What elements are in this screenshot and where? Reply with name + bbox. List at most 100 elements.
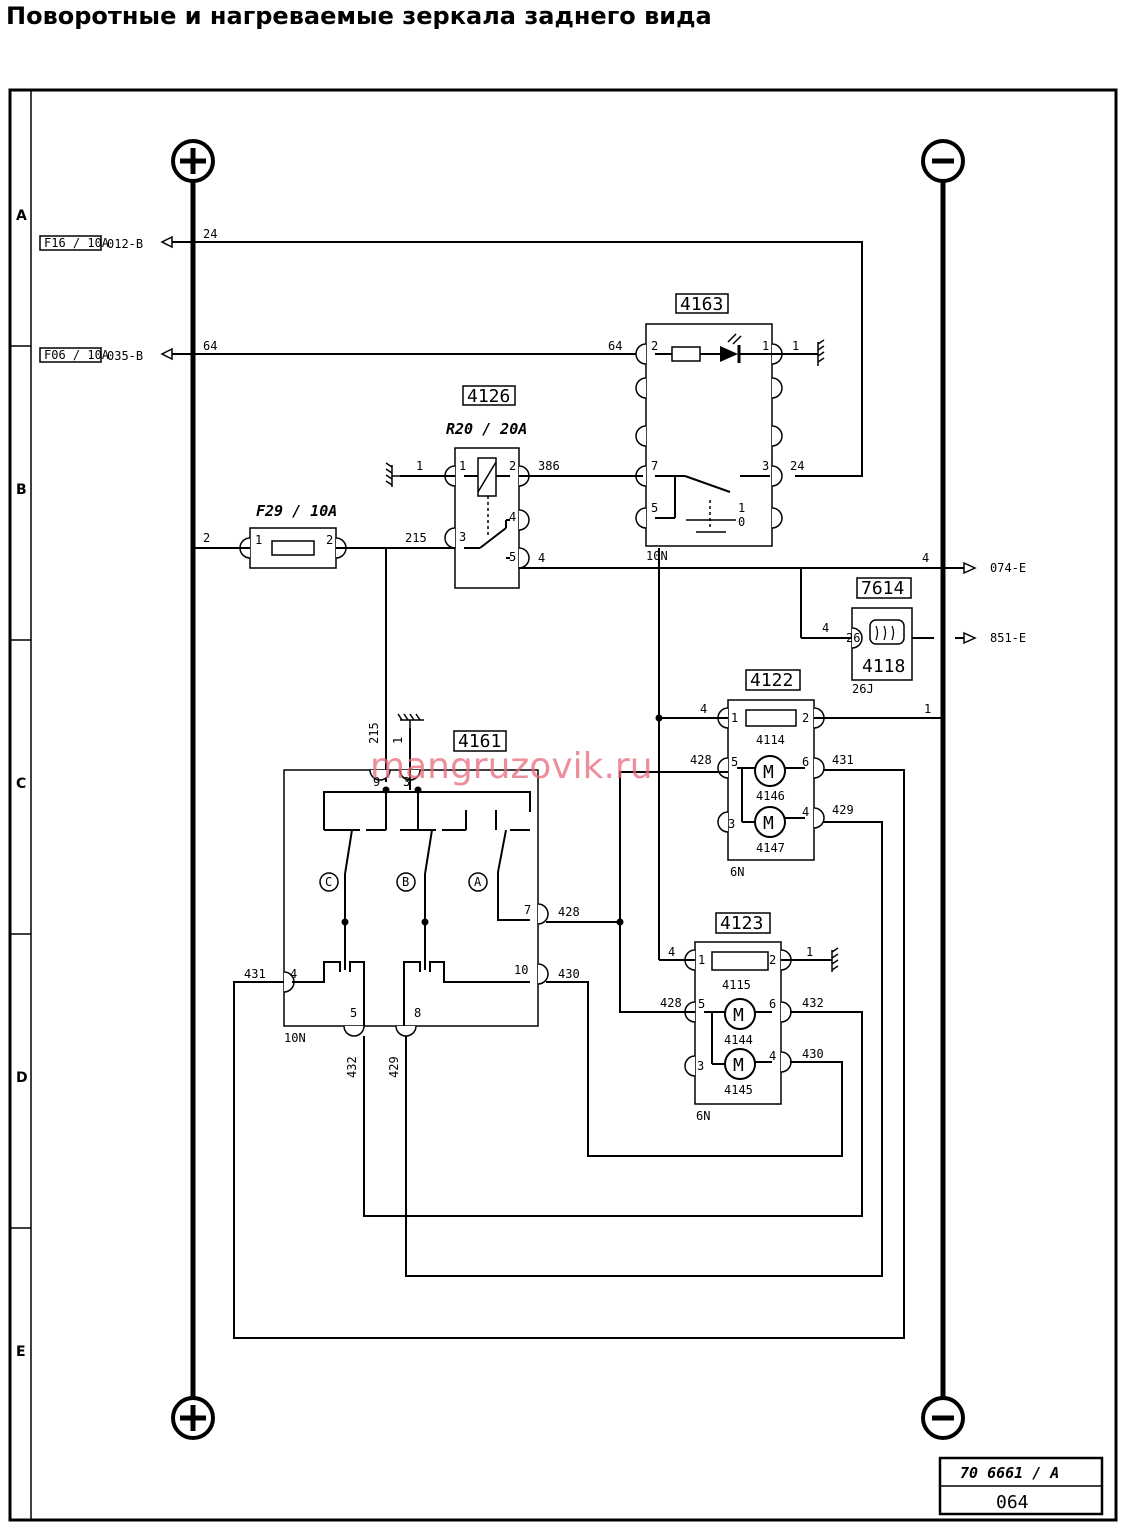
fuse-ref-f06: F06 / 10A [44, 348, 110, 362]
switch-pos-b [396, 872, 416, 892]
mirror-right-body [694, 941, 782, 1105]
heater-glyph-icon [869, 619, 905, 645]
ground-4123 [831, 947, 839, 972]
switch-body [283, 769, 539, 1027]
watermark: mangruzovik.ru [370, 746, 653, 787]
heater-4114-label: 4114 [756, 733, 785, 747]
svg-text:4: 4 [668, 945, 675, 959]
heater-4115 [711, 951, 769, 971]
ref-code-line1: 70 6661 / A [960, 1464, 1059, 1482]
indicator-connector: 26J [852, 682, 874, 696]
heater-4114 [745, 709, 797, 727]
relay-rating: R20 / 20A [446, 420, 527, 438]
svg-text:1: 1 [255, 533, 262, 547]
id-box-4126 [462, 385, 516, 406]
svg-text:431: 431 [244, 967, 266, 981]
fuse-label: F29 / 10A [256, 502, 337, 520]
svg-text:M: M [733, 1055, 744, 1076]
svg-text:5: 5 [350, 1006, 357, 1020]
indicator-sub: 4118 [862, 656, 905, 677]
arrow-012b [160, 235, 173, 249]
svg-text:5: 5 [651, 501, 658, 515]
svg-text:0: 0 [738, 515, 745, 529]
svg-text:1: 1 [391, 737, 405, 744]
svg-text:M: M [733, 1005, 744, 1026]
svg-text:432: 432 [802, 996, 824, 1010]
svg-text:5: 5 [509, 550, 516, 564]
svg-text:4144: 4144 [724, 1033, 753, 1047]
svg-text:1: 1 [459, 459, 466, 473]
svg-text:4145: 4145 [724, 1083, 753, 1097]
mirror-right-connector: 6N [696, 1109, 710, 1123]
arrow-074e [963, 561, 977, 575]
svg-text:C: C [325, 875, 332, 889]
row-label-b: B [16, 482, 27, 498]
fuse-ref-f16: F16 / 10A [44, 236, 110, 250]
svg-text:26: 26 [846, 631, 860, 645]
svg-text:1: 1 [792, 339, 799, 353]
svg-text:2: 2 [802, 711, 809, 725]
switch-pos-a [468, 872, 488, 892]
fuse-element [271, 540, 315, 556]
svg-text:428: 428 [660, 996, 682, 1010]
svg-text:M: M [763, 813, 774, 834]
fuse-ref-box-f06 [39, 347, 102, 363]
svg-text:5: 5 [731, 755, 738, 769]
mirror-right-id: 4123 [720, 913, 763, 934]
svg-text:428: 428 [690, 753, 712, 767]
svg-text:4: 4 [922, 551, 929, 565]
svg-text:3: 3 [728, 817, 735, 831]
svg-text:1: 1 [806, 945, 813, 959]
svg-text:A: A [474, 875, 482, 889]
mirror-left-id: 4122 [750, 670, 793, 691]
motor-4144 [724, 998, 756, 1030]
row-label-c: C [16, 776, 26, 792]
svg-text:4: 4 [802, 805, 809, 819]
id-box-4122 [745, 669, 801, 691]
ref-code-074e: 074-E [990, 561, 1026, 575]
svg-text:432: 432 [345, 1056, 359, 1078]
svg-text:24: 24 [790, 459, 804, 473]
positive-terminal-top [171, 139, 215, 183]
arrow-851e [963, 631, 977, 645]
id-box-7614 [856, 577, 912, 599]
ref-code-line2: 064 [996, 1492, 1029, 1513]
svg-text:3: 3 [403, 775, 410, 789]
svg-text:3: 3 [459, 530, 466, 544]
wire-24 [170, 241, 863, 477]
svg-text:2: 2 [651, 339, 658, 353]
svg-text:2: 2 [509, 459, 516, 473]
svg-text:2: 2 [326, 533, 333, 547]
svg-text:4: 4 [769, 1049, 776, 1063]
mirror-left-connector: 6N [730, 865, 744, 879]
svg-text:3: 3 [697, 1059, 704, 1073]
svg-text:429: 429 [387, 1056, 401, 1078]
svg-text:429: 429 [832, 803, 854, 817]
ref-code-012b: 012-B [107, 237, 143, 251]
resistor-4163 [671, 346, 701, 362]
svg-text:1: 1 [738, 501, 745, 515]
svg-text:1: 1 [762, 339, 769, 353]
indicator-id: 7614 [861, 578, 904, 599]
arrow-035b [160, 347, 173, 361]
motor-4146 [754, 755, 786, 787]
svg-text:7: 7 [651, 459, 658, 473]
switch-module-body [645, 323, 773, 547]
svg-text:1: 1 [698, 953, 705, 967]
svg-text:1: 1 [924, 702, 931, 716]
svg-text:386: 386 [538, 459, 560, 473]
svg-text:4: 4 [290, 967, 297, 981]
svg-text:215: 215 [367, 722, 381, 744]
svg-text:M: M [763, 762, 774, 783]
switch-module-id: 4163 [680, 294, 723, 315]
svg-text:9: 9 [373, 775, 380, 789]
diagram-frame [8, 88, 1118, 1522]
wire-label-24: 24 [203, 227, 217, 241]
svg-text:4146: 4146 [756, 789, 785, 803]
id-box-4123 [715, 912, 771, 934]
negative-terminal-bottom [921, 1396, 965, 1440]
page-title: Поворотные и нагреваемые зеркала заднего… [6, 2, 712, 30]
svg-text:430: 430 [558, 967, 580, 981]
svg-text:4: 4 [509, 510, 516, 524]
